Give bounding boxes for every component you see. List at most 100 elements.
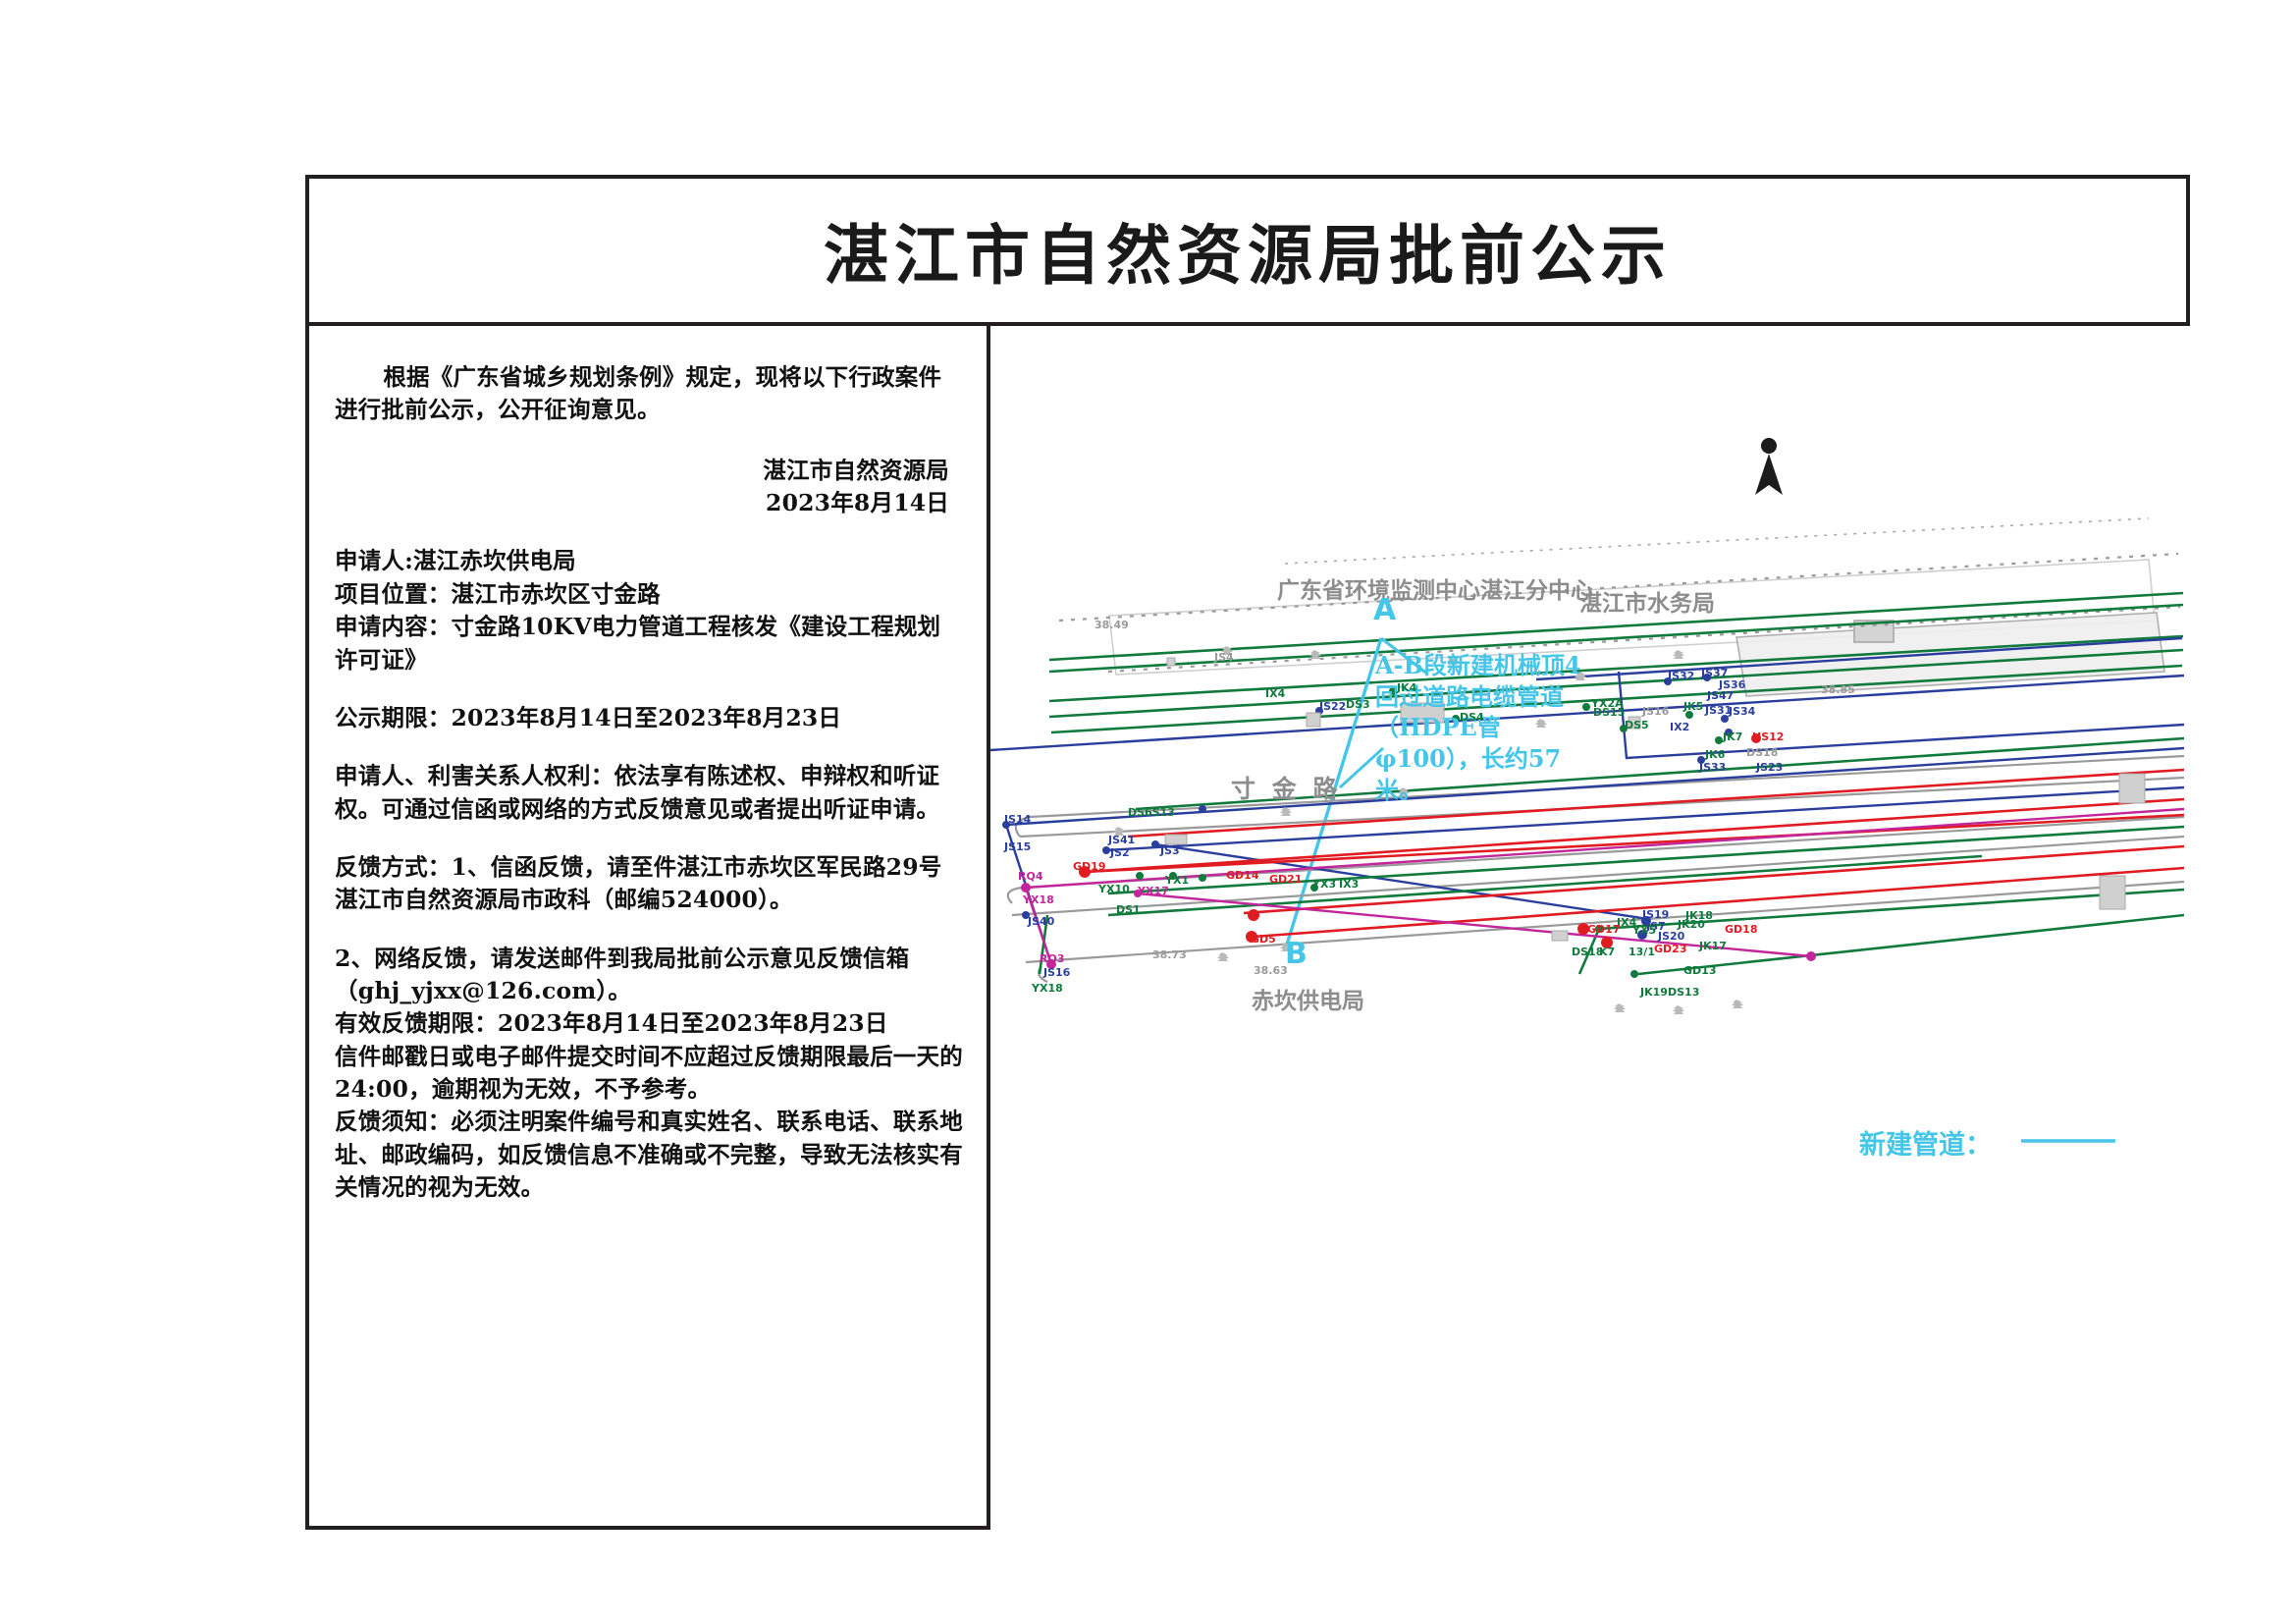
map-place-label-1: 湛江市水务局 (1579, 591, 1715, 617)
red-utility-lines-lower (1084, 768, 2185, 939)
notice-publicity-period: 公示期限：2023年8月14日至2023年8月23日 (335, 703, 842, 731)
green-node-markers-upper (1389, 687, 1723, 744)
map-point-label: JS36 (1719, 678, 1746, 691)
section-marker-b: B (1285, 937, 1308, 971)
map-point-label: JK6 (1705, 748, 1726, 761)
map-point-label: JS2 (1110, 846, 1130, 859)
notice-requirements: 反馈须知：必须注明案件编号和真实姓名、联系电话、联系地址、邮政编码，如反馈信息不… (335, 1108, 963, 1202)
map-point-label: JS15 (1004, 840, 1032, 853)
map-point-label: DS1 (1116, 903, 1141, 916)
notice-rights: 申请人、利害关系人权利：依法享有陈述权、申辩权和听证权。可通过信函或网络的方式反… (335, 762, 940, 823)
map-point-label: JS37 (1701, 667, 1729, 679)
map-point-label: JK18 (1685, 909, 1713, 922)
map-point-label: DS18 (1746, 746, 1779, 759)
map-point-label: JS19 (1642, 908, 1670, 921)
legend-label: 新建管道： (1859, 1130, 1992, 1161)
blue-node-markers-upper (1315, 674, 1733, 764)
map-point-label: JS32 (1668, 670, 1695, 682)
notice-feedback-email: 2、网络反馈，请发送邮件到我局批前公示意见反馈信箱（ghj_yjxx@126.c… (335, 944, 910, 1005)
map-point-label: JS41 (1108, 834, 1136, 846)
map-point-label: JS7 (1646, 920, 1666, 933)
map-point-label: GD5 (1251, 933, 1276, 946)
map-point-label: DS4 (1460, 711, 1484, 724)
map-point-label: JS31 (1705, 704, 1733, 717)
magenta-utility-lines-lower (1024, 807, 2185, 965)
page-title: 湛江市自然资源局批前公示 (824, 217, 1672, 294)
green-node-markers-lower (1136, 872, 1638, 978)
map-point-label: 13/1 (1629, 946, 1655, 958)
north-arrow-icon (1755, 438, 1783, 495)
notice-location: 项目位置：湛江市赤坎区寸金路 (335, 579, 661, 608)
map-point-label: YX17 (1138, 885, 1169, 897)
map-point-label: JS4 (1214, 651, 1234, 664)
map-point-label: 38.63 (1254, 964, 1288, 977)
map-point-label: GD18 (1725, 923, 1758, 936)
green-utility-lines-upper (1048, 591, 2184, 734)
map-point-label: JK17 (1699, 940, 1727, 952)
map-point-label: YX2A (1591, 697, 1624, 710)
map-point-label: IX4 (1617, 916, 1637, 929)
map-point-label: GD14 (1226, 869, 1259, 882)
map-point-label: K7 (1599, 946, 1616, 958)
map-point-label: JS16 (1642, 705, 1670, 718)
map-point-label: GD17 (1587, 923, 1621, 936)
map-point-label: JK4 (1397, 681, 1417, 694)
map-point-label: JS40 (1028, 915, 1055, 928)
map-point-label: YX18 (1023, 893, 1054, 906)
map-place-label-2: 寸 金 路 (1231, 775, 1342, 803)
map-point-label: JS3 (1160, 844, 1180, 857)
map-point-label: HS12 (1752, 730, 1785, 743)
map-point-label: JK19 (1640, 986, 1668, 999)
map-point-label: RQ3 (1040, 952, 1065, 965)
map-point-label: DS3 (1346, 698, 1370, 711)
map-point-label: JS16 (1043, 966, 1071, 979)
map-point-label: YX3 (1312, 878, 1337, 891)
map-point-label: DS15 (1593, 706, 1626, 719)
map-point-label: JK5 (1683, 700, 1704, 713)
map-point-label: GD13 (1683, 964, 1717, 977)
map-point-label: GD19 (1073, 860, 1106, 873)
map-point-label: JS14 (1004, 813, 1032, 826)
map-point-label: YX10 (1098, 883, 1130, 895)
utility-boxes (1164, 657, 2146, 942)
notice-issue-date: 2023年8月14日 (766, 489, 949, 517)
map-point-label: YX5 (1632, 924, 1657, 937)
site-plan-map: 广东省环境监测中心湛江分中心 湛江市水务局 寸 金 路 赤坎供电局 A B A-… (990, 326, 2190, 1530)
blue-utility-lines-upper (990, 636, 2185, 760)
red-node-markers-upper (1751, 733, 1761, 743)
map-point-label: JK20 (1678, 918, 1705, 931)
map-point-label: DS5 (1625, 719, 1649, 731)
title-bar: 湛江市自然资源局批前公示 (309, 179, 2186, 326)
map-point-label: GD23 (1654, 943, 1687, 955)
annotation-leader-line (1338, 636, 1429, 789)
notice-content: 申请内容：寸金路10KV电力管道工程核发《建设工程规划许可证》 (335, 613, 941, 674)
magenta-node-markers (1021, 883, 1816, 969)
map-point-label: GD21 (1269, 873, 1303, 886)
map-point-label: YX1 (1165, 874, 1190, 887)
map-point-label: IX2 (1670, 721, 1690, 733)
notice-deadline: 信件邮戳日或电子邮件提交时间不应超过反馈期限最后一天的24:00，逾期视为无效，… (335, 1042, 963, 1104)
map-point-label: IX4 (1265, 687, 1286, 700)
notice-issuer: 湛江市自然资源局 (763, 456, 949, 484)
notice-column: 根据《广东省城乡规划条例》规定，现将以下行政案件进行批前公示，公开征询意见。 湛… (309, 326, 987, 1530)
map-point-label: RQ4 (1018, 870, 1043, 883)
new-pipeline-AB (1285, 637, 1383, 946)
map-point-label: 38.85 (1821, 683, 1855, 696)
map-place-label-0: 广东省环境监测中心湛江分中心 (1277, 578, 1593, 604)
map-vector-drawing (990, 438, 2185, 1143)
map-point-label: DS18 (1572, 946, 1604, 958)
notice-feedback-mail: 反馈方式：1、信函反馈，请至件湛江市赤坎区军民路29号湛江市自然资源局市政科（邮… (335, 852, 942, 914)
notice-intro: 根据《广东省城乡规划条例》规定，现将以下行政案件进行批前公示，公开征询意见。 (335, 363, 942, 424)
map-point-label: JS34 (1729, 705, 1756, 718)
pipeline-annotation: A-B段新建机械顶4回过道路电缆管道（HDPE管φ100），长约57米。 (1375, 651, 1581, 804)
map-point-label: JK7 (1723, 730, 1743, 743)
map-point-label: JS22 (1319, 700, 1347, 713)
map-place-label-3: 赤坎供电局 (1252, 989, 1364, 1014)
notice-valid-period: 有效反馈期限：2023年8月14日至2023年8月23日 (335, 1009, 888, 1038)
section-marker-a: A (1373, 593, 1397, 627)
map-point-label: YX18 (1032, 982, 1063, 995)
map-point-label: JS23 (1756, 761, 1784, 774)
map-point-label: 38.73 (1152, 948, 1187, 961)
map-point-label: JS47 (1707, 689, 1735, 702)
